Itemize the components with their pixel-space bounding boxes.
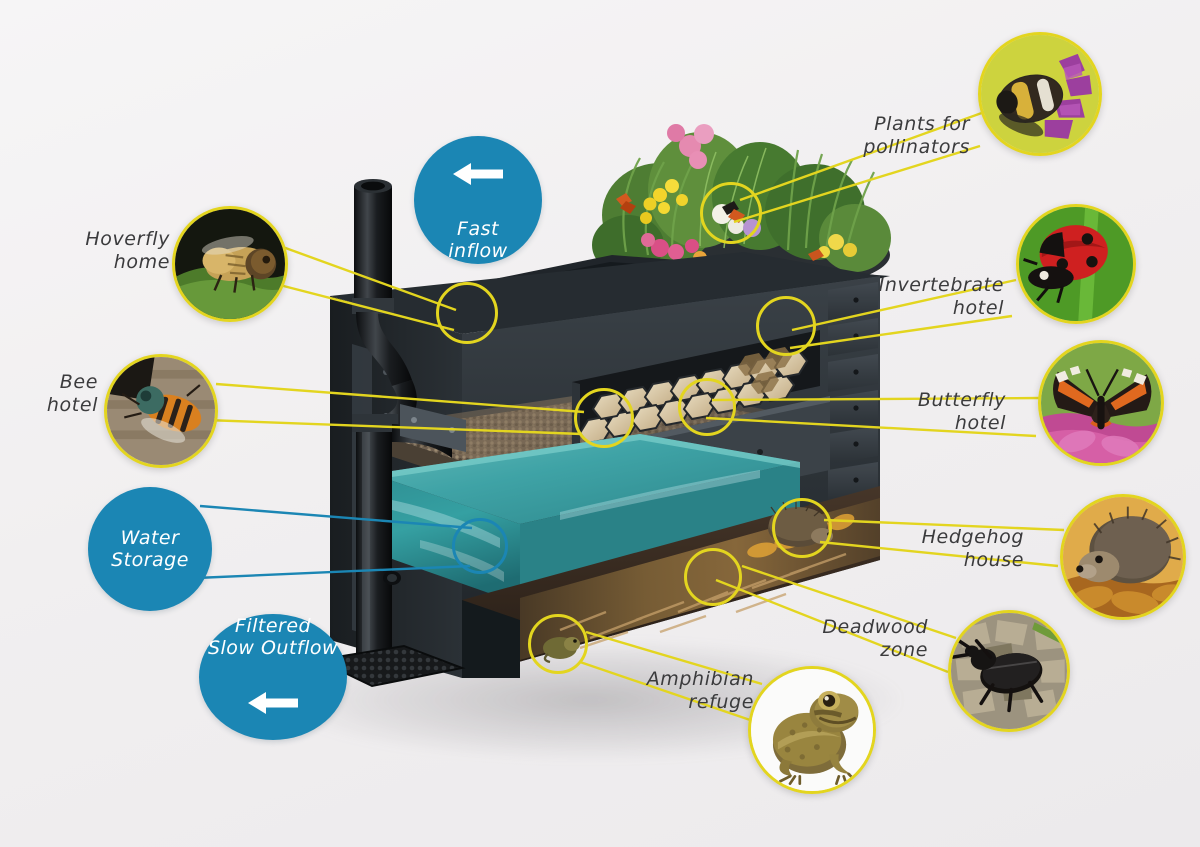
photo-plants-for-pollinators[interactable] xyxy=(978,32,1102,156)
ring-invertebrate-hotel xyxy=(756,296,816,356)
callout-bee-hotel-label: Bee hotel xyxy=(46,371,98,417)
frog-icon xyxy=(751,669,873,791)
ring-hedgehog-house xyxy=(772,498,832,558)
badge-filtered-slow-outflow-label: Filtered Slow Outflow xyxy=(207,614,339,659)
hoverfly-icon xyxy=(175,209,285,319)
badge-fast-inflow[interactable]: Fast inflow xyxy=(414,136,542,264)
callout-amphibian-refuge-label: Amphibian refuge xyxy=(646,668,754,714)
arrow-left-icon xyxy=(451,138,505,210)
ring-plants-pollinators xyxy=(700,182,762,244)
red-admiral-butterfly-icon xyxy=(1041,343,1161,463)
ground-beetle-icon xyxy=(951,613,1067,729)
ladybird-icon xyxy=(1019,207,1133,321)
badge-water-storage[interactable]: Water Storage xyxy=(88,487,212,611)
badge-water-storage-label: Water Storage xyxy=(111,526,189,571)
ring-amphibian-refuge xyxy=(528,614,588,674)
hedgehog-icon xyxy=(1063,497,1183,617)
ring-bee-honeycomb xyxy=(574,388,634,448)
badge-fast-inflow-label: Fast inflow xyxy=(448,218,508,263)
callout-hedgehog-house-label: Hedgehog house xyxy=(921,526,1024,572)
photo-hoverfly-home[interactable] xyxy=(172,206,288,322)
callout-plants-for-pollinators-label: Plants for pollinators xyxy=(863,113,970,159)
ring-deadwood-zone xyxy=(684,548,742,606)
solitary-bee-icon xyxy=(107,357,215,465)
photo-butterfly-hotel[interactable] xyxy=(1038,340,1164,466)
photo-amphibian-refuge[interactable] xyxy=(748,666,876,794)
badge-filtered-slow-outflow[interactable]: Filtered Slow Outflow xyxy=(199,614,347,740)
photo-invertebrate-hotel[interactable] xyxy=(1016,204,1136,324)
drain-grate xyxy=(314,644,466,688)
outflow-port xyxy=(383,571,401,585)
callout-invertebrate-hotel-label: Invertebrate hotel xyxy=(878,274,1004,320)
ring-water-storage xyxy=(452,518,508,574)
callout-butterfly-hotel-label: Butterfly hotel xyxy=(917,389,1006,435)
ring-butterfly-hotel xyxy=(678,378,736,436)
photo-bee-hotel[interactable] xyxy=(104,354,218,468)
downpipe xyxy=(352,179,466,670)
callout-deadwood-zone-label: Deadwood zone xyxy=(822,616,928,662)
ring-hoverfly-gutter xyxy=(436,282,498,344)
bumblebee-on-flower-icon xyxy=(981,35,1099,153)
arrow-left-icon xyxy=(246,667,300,739)
photo-deadwood-zone[interactable] xyxy=(948,610,1070,732)
photo-hedgehog-house[interactable] xyxy=(1060,494,1186,620)
callout-hoverfly-home-label: Hoverfly home xyxy=(85,228,170,274)
